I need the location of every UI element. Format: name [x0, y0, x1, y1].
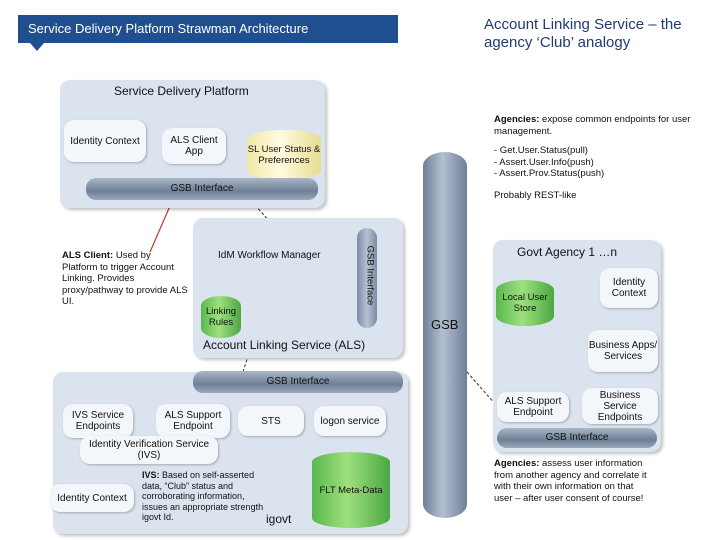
sl-user-status-db: SL User Status & Preferences	[247, 130, 321, 180]
gsb-label: GSB	[431, 317, 459, 332]
als-client-note: ALS Client: Used by Platform to trigger …	[62, 250, 188, 308]
slide-title-bar: Service Delivery Platform Strawman Archi…	[18, 15, 398, 43]
agencies-note-top-text: expose common endpoints for user managem…	[494, 114, 691, 137]
als-gsb-interface-vertical	[357, 228, 377, 328]
als-client-note-bold: ALS Client:	[62, 250, 114, 261]
als-client-app: ALS Client App	[162, 128, 226, 164]
right-heading: Account Linking Service – the agency ‘Cl…	[484, 16, 682, 51]
agencies-endpoint-item: - Assert.User.Info(push)	[494, 156, 594, 168]
agencies-endpoint-item: - Assert.Prov.Status(push)	[494, 168, 605, 179]
sdp-title: Service Delivery Platform	[114, 84, 249, 98]
govt-agency-title: Govt Agency 1 …n	[517, 245, 618, 259]
agency-als-support-endpoint: ALS Support Endpoint	[497, 392, 569, 422]
slide-title: Service Delivery Platform Strawman Archi…	[28, 21, 309, 36]
als-title: Account Linking Service (ALS)	[203, 338, 366, 352]
connector-sdp-als	[254, 204, 271, 223]
igovt-gsb-interface: GSB Interface	[193, 371, 403, 393]
agencies-note-top-intro: Agencies: expose common endpoints for us…	[494, 114, 694, 137]
agencies-note-bottom-bold: Agencies:	[494, 458, 540, 469]
gsb-bus	[423, 152, 467, 518]
sdp-identity-context: Identity Context	[64, 120, 146, 162]
igovt-als-support-endpoint: ALS Support Endpoint	[156, 404, 230, 438]
agency-identity-context: Identity Context	[600, 268, 658, 308]
idm-workflow-manager: IdM Workflow Manager	[218, 250, 321, 261]
agencies-note-top-bold: Agencies:	[494, 114, 540, 125]
ivs-note: IVS: Based on self-asserted data, “Club”…	[142, 470, 266, 523]
sts-box: STS	[238, 406, 304, 436]
connector-gsb-agency	[466, 371, 497, 406]
sdp-gsb-interface: GSB Interface	[86, 178, 318, 200]
igovt-label: igovt	[266, 512, 292, 526]
als-gsb-interface-label: GSB Interface	[364, 245, 376, 306]
local-user-store-db: Local User Store	[496, 280, 554, 326]
agencies-note-top-footer: Probably REST-like	[494, 189, 577, 201]
agencies-note-bottom: Agencies: assess user information from a…	[494, 458, 654, 504]
agencies-note-bottom-text: assess user information from another age…	[494, 458, 647, 504]
agency-gsb-interface: GSB Interface	[497, 428, 657, 448]
ivs-note-bold: IVS:	[142, 470, 160, 480]
identity-verification-service: Identity Verification Service (IVS)	[80, 436, 218, 464]
igovt-identity-context: Identity Context	[50, 484, 134, 512]
flt-meta-data-db: FLT Meta-Data	[312, 452, 390, 528]
agencies-endpoint-item: - Get.User.Status(pull)	[494, 145, 588, 156]
logon-service: logon service	[314, 406, 386, 436]
business-service-endpoints: Business Service Endpoints	[582, 388, 658, 424]
linking-rules-db: Linking Rules	[201, 296, 241, 338]
title-bar-pointer	[30, 43, 44, 51]
ivs-note-text: Based on self-asserted data, “Club” stat…	[142, 470, 264, 522]
ivs-service-endpoints: IVS Service Endpoints	[63, 404, 133, 438]
agencies-note-top: Agencies: expose common endpoints for us…	[494, 114, 694, 201]
business-apps-services: Business Apps/ Services	[588, 330, 658, 372]
als-client-note-text: Used by Platform to trigger Account Link…	[62, 250, 188, 307]
